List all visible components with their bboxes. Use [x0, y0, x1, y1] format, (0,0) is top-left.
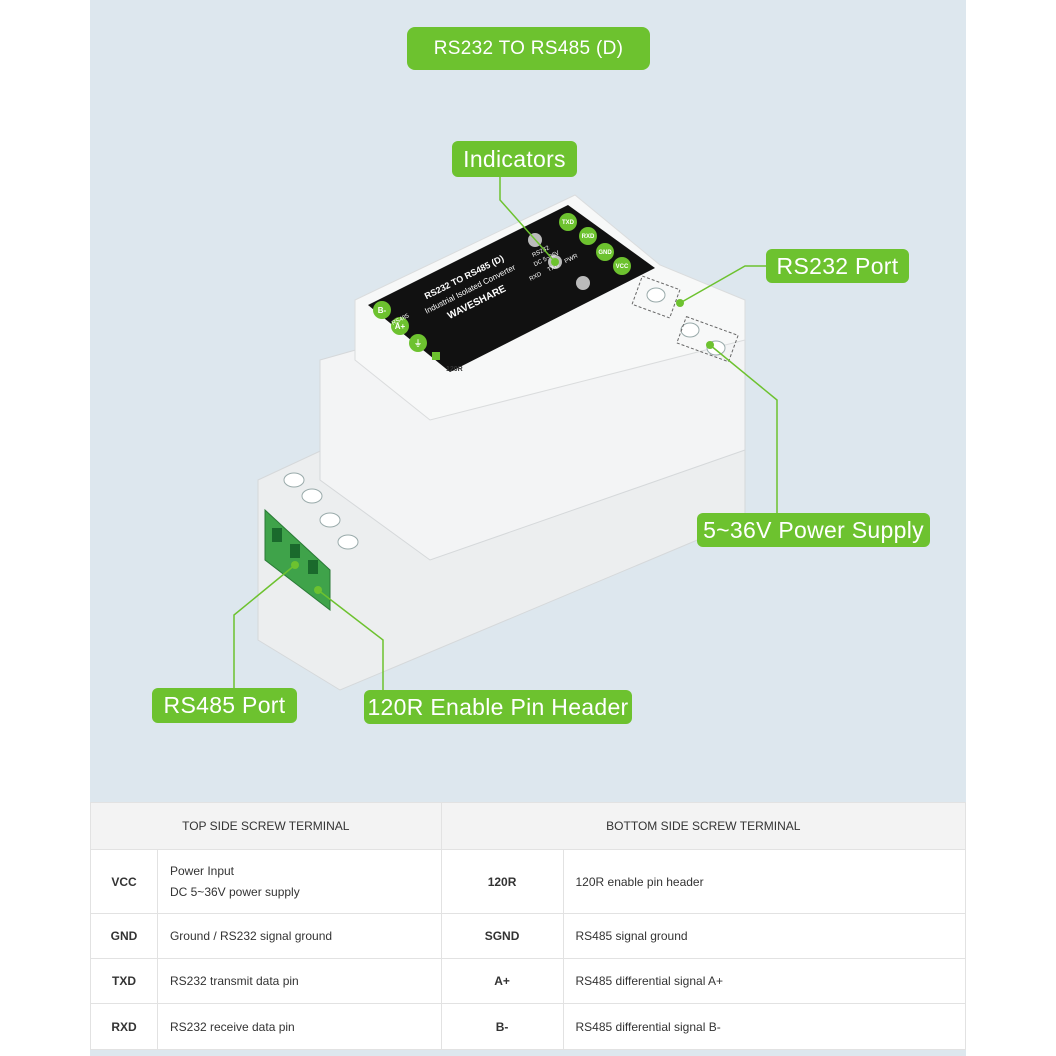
table-row: GND Ground / RS232 signal ground SGND RS…: [90, 913, 966, 959]
callout-lines: [233, 177, 778, 690]
pin-description: RS232 receive data pin: [156, 1003, 442, 1050]
callout-indicators: Indicators: [452, 141, 577, 177]
terminal-block: [264, 508, 331, 612]
desc-line: Power Input: [169, 863, 235, 878]
pin-label-vcc: VCC: [616, 264, 629, 270]
pin-label-b: B-: [378, 306, 387, 315]
device-label: [368, 205, 655, 372]
pin-name: B-: [440, 1003, 564, 1050]
led-label-rxd: RXD: [529, 271, 544, 282]
callout-power-supply: 5~36V Power Supply: [697, 513, 930, 547]
table-row: RXD RS232 receive data pin B- RS485 diff…: [90, 1003, 966, 1050]
pin-description: Ground / RS232 signal ground: [156, 913, 442, 959]
pin-description: Power Input DC 5~36V power supply: [156, 849, 442, 914]
callout-pin-header: 120R Enable Pin Header: [364, 690, 632, 724]
callout-rs485-port: RS485 Port: [152, 688, 297, 723]
pin-name: A+: [440, 958, 564, 1004]
led-label-pwr: PWR: [564, 253, 580, 265]
jumper-label: 120R: [446, 366, 463, 373]
pin-name: VCC: [90, 849, 158, 914]
pin-description: RS232 transmit data pin: [156, 958, 442, 1004]
header-bottom-terminal: BOTTOM SIDE SCREW TERMINAL: [440, 802, 967, 850]
table-header-row: TOP SIDE SCREW TERMINAL BOTTOM SIDE SCRE…: [90, 802, 967, 850]
callout-rs232-port: RS232 Port: [766, 249, 909, 283]
pin-description: RS485 signal ground: [562, 913, 966, 959]
table-row: VCC Power Input DC 5~36V power supply 120…: [90, 849, 966, 914]
table-row: TXD RS232 transmit data pin A+ RS485 dif…: [90, 958, 966, 1004]
pin-table: TOP SIDE SCREW TERMINAL BOTTOM SIDE SCRE…: [90, 802, 967, 1050]
pin-label-txd: TXD: [562, 220, 575, 226]
pin-label-ground: ⏚: [414, 339, 422, 348]
pin-description: 120R enable pin header: [562, 849, 966, 914]
page-title: RS232 TO RS485 (D): [407, 27, 650, 70]
pin-name: TXD: [90, 958, 158, 1004]
pin-name: 120R: [440, 849, 564, 914]
pin-description: RS485 differential signal B-: [562, 1003, 966, 1050]
desc-line: DC 5~36V power supply: [169, 884, 300, 899]
pin-label-a: A+: [395, 322, 406, 331]
pin-name: RXD: [90, 1003, 158, 1050]
product-photo: TXD RXD GND VCC B- A+ ⏚ 120R RS232 TO RS…: [233, 177, 778, 691]
led-pins: [373, 213, 631, 352]
pin-description: RS485 differential signal A+: [562, 958, 966, 1004]
header-top-terminal: TOP SIDE SCREW TERMINAL: [90, 802, 442, 850]
pin-label-rxd: RXD: [582, 234, 595, 240]
led-label-txd: TXD: [547, 263, 561, 274]
pin-label-gnd: GND: [598, 250, 612, 256]
pin-name: SGND: [440, 913, 564, 959]
pin-name: GND: [90, 913, 158, 959]
screw-holes: [283, 287, 726, 550]
